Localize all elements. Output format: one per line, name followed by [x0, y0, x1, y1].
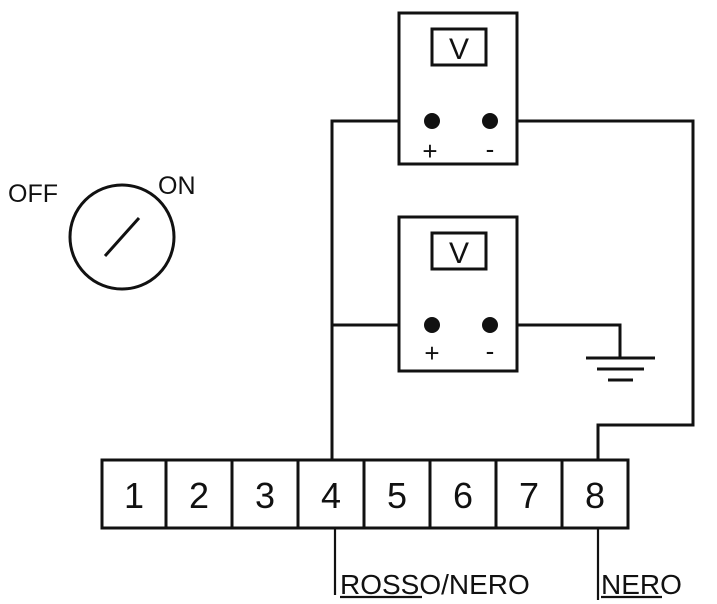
switch-key-slot — [103, 216, 141, 258]
ground-icon — [586, 356, 655, 382]
terminal-2-label: 2 — [189, 475, 209, 516]
voltmeter-display — [430, 231, 488, 271]
terminal-5-label: 5 — [387, 475, 407, 516]
terminal-3-label: 3 — [255, 475, 275, 516]
terminal-1-label: 1 — [124, 475, 144, 516]
ignition-switch: OFF ON — [8, 172, 196, 291]
voltmeter-bottom: V + - — [397, 215, 519, 373]
wire-bottom-meter-minus — [490, 323, 622, 357]
plus-sign-label: + — [424, 338, 439, 368]
voltmeter-label: V — [449, 237, 469, 270]
terminal-8-label: 8 — [585, 475, 605, 516]
voltmeter-label: V — [449, 33, 469, 66]
terminal-7-label: 7 — [519, 475, 539, 516]
wire-color-labels: ROSSO/NERO NERO — [340, 569, 682, 600]
terminal-6-label: 6 — [453, 475, 473, 516]
plus-terminal-dot — [424, 113, 440, 129]
plus-terminal-dot — [424, 317, 440, 333]
minus-terminal-dot — [482, 317, 498, 333]
voltmeter-top: V + - — [397, 11, 519, 166]
wire-top-meter-minus — [490, 119, 695, 460]
wire-label-nero: NERO — [601, 569, 682, 600]
terminal-4-label: 4 — [321, 475, 341, 516]
switch-on-label: ON — [158, 172, 196, 200]
terminal-strip: 1 2 3 4 5 6 7 8 — [100, 458, 630, 530]
voltmeter-display — [430, 27, 488, 67]
minus-terminal-dot — [482, 113, 498, 129]
minus-sign-label: - — [486, 336, 495, 366]
wire-label-rosso-nero: ROSSO/NERO — [340, 569, 530, 600]
voltmeter-body — [397, 11, 519, 166]
switch-off-label: OFF — [8, 180, 58, 208]
plus-sign-label: + — [422, 136, 437, 166]
minus-sign-label: - — [486, 134, 495, 164]
